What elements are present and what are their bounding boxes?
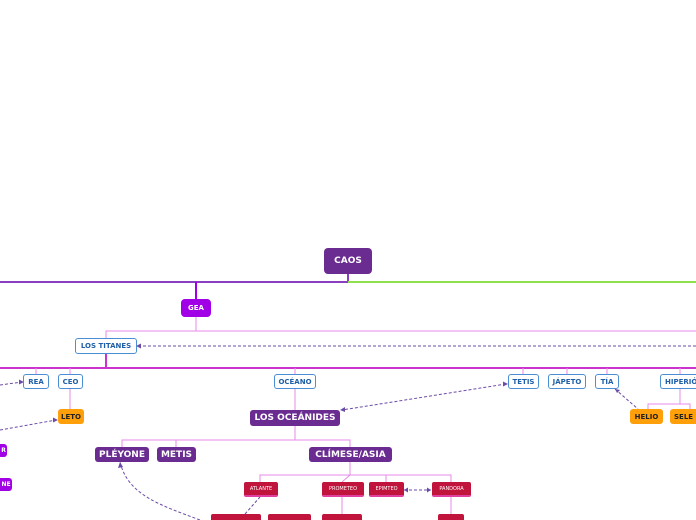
- node-left-partial-2[interactable]: NE: [0, 478, 12, 491]
- link-lower-drops: [239, 497, 452, 520]
- link-gea-children: [105, 317, 696, 338]
- node-cutoff-4[interactable]: [438, 514, 464, 520]
- node-los-oceanides[interactable]: LOS OCEÁNIDES: [250, 410, 340, 426]
- node-helio[interactable]: HELIO: [630, 409, 663, 424]
- node-prometeo[interactable]: PROMETEO: [322, 482, 364, 497]
- node-metis[interactable]: METIS: [157, 447, 196, 462]
- node-cutoff-3[interactable]: [322, 514, 362, 520]
- link-titanes-bar: [0, 354, 696, 369]
- node-atlante[interactable]: ATLANTE: [244, 482, 278, 497]
- node-pleyone[interactable]: PLÉYONE: [95, 447, 149, 462]
- link-dashed-tia-helio: [614, 388, 639, 410]
- link-climese-children: [259, 462, 452, 483]
- node-tia[interactable]: TÍA: [595, 374, 619, 389]
- link-dashed-atlante: [244, 496, 261, 515]
- link-oceanides-children: [121, 426, 351, 447]
- link-caos-left: [0, 274, 349, 283]
- node-cutoff-1[interactable]: [211, 514, 261, 520]
- node-selene[interactable]: SELE: [670, 409, 696, 424]
- node-caos[interactable]: CAOS: [324, 248, 372, 274]
- node-left-partial-1[interactable]: R: [0, 444, 7, 457]
- node-oceano[interactable]: OCÉANO: [274, 374, 316, 389]
- link-hiperion-children: [647, 389, 691, 410]
- node-tetis[interactable]: TETIS: [508, 374, 539, 389]
- node-hiperion[interactable]: HIPERIÓ: [660, 374, 696, 389]
- link-dashed-leto: [0, 419, 57, 431]
- node-rea[interactable]: REA: [23, 374, 49, 389]
- node-japeto[interactable]: JÁPETO: [548, 374, 586, 389]
- node-los-titanes[interactable]: LOS TITANES: [75, 338, 137, 354]
- link-dashed-tetis-oceanides: [341, 383, 507, 411]
- node-cutoff-2[interactable]: [268, 514, 311, 520]
- link-titan-drops: [35, 368, 681, 374]
- node-ceo[interactable]: CEO: [58, 374, 83, 389]
- node-pandora[interactable]: PANDORA: [432, 482, 471, 497]
- link-dashed-pleyone: [119, 461, 201, 520]
- node-epimteo[interactable]: EPIMTEO: [369, 482, 404, 497]
- node-leto[interactable]: LETO: [58, 409, 84, 424]
- node-climese-asia[interactable]: CLÍMESE/ASIA: [309, 447, 392, 462]
- node-gea[interactable]: GEA: [181, 299, 211, 317]
- link-dashed-rea: [0, 381, 23, 386]
